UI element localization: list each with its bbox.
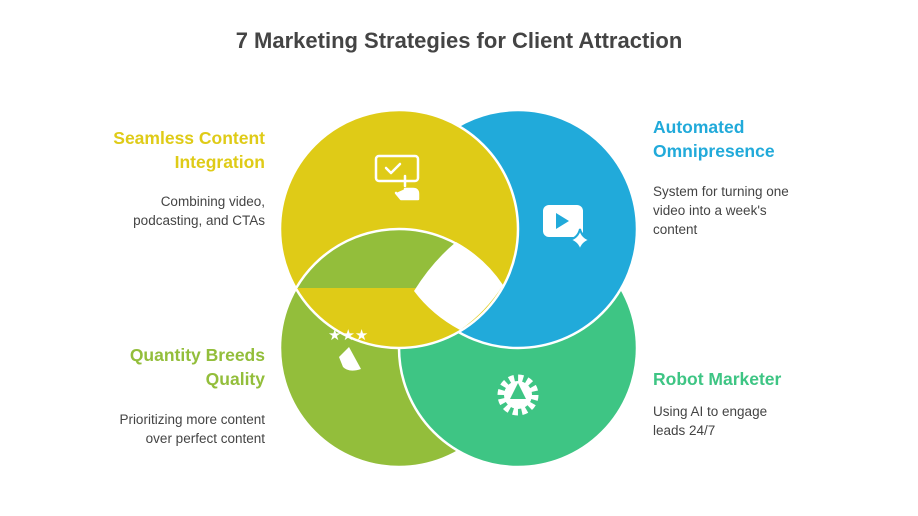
item-title-robot: Robot Marketer: [653, 369, 782, 389]
item-title-quantity: Quantity Breeds Quality: [129, 345, 265, 389]
item-desc-automated: System for turning one video into a week…: [653, 184, 789, 237]
item-title-seamless: Seamless Content Integration: [113, 128, 265, 172]
video-sparkle-icon: [543, 205, 592, 252]
item-desc-seamless: Combining video, podcasting, and CTAs: [133, 194, 265, 228]
stars-party-icon: ★★★: [328, 326, 368, 371]
touch-screen-check-icon: [374, 154, 420, 201]
item-desc-quantity: Prioritizing more content over perfect c…: [119, 412, 265, 446]
diagram-title: 7 Marketing Strategies for Client Attrac…: [235, 28, 683, 53]
center-hole: [414, 242, 503, 330]
item-title-automated: Automated Omnipresence: [653, 117, 775, 161]
item-desc-robot: Using AI to engage leads 24/7: [653, 404, 768, 438]
gear-bell-icon: [497, 374, 539, 416]
svg-text:★★★: ★★★: [328, 326, 368, 344]
